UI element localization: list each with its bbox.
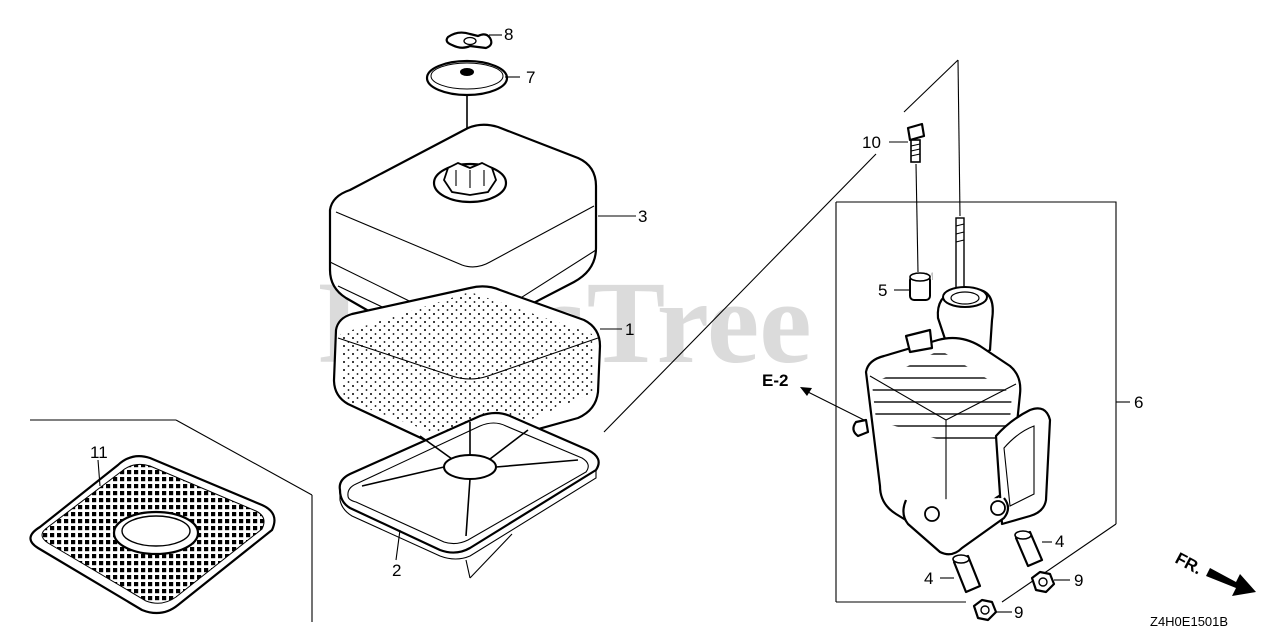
diagram-code: Z4H0E1501B	[1150, 614, 1228, 629]
callout-6: 6	[1134, 393, 1143, 412]
arrow-right-down-icon	[1206, 568, 1256, 596]
part-6-cleaner-case	[852, 217, 1052, 556]
part-11-outer-filter	[29, 419, 313, 622]
reference-e2: E-2	[762, 371, 788, 390]
part-10-bolt	[906, 122, 926, 273]
callout-9-left: 9	[1014, 603, 1023, 622]
part-4-collar-right	[1014, 530, 1044, 568]
assembly-reference-line	[603, 153, 877, 433]
callout-2: 2	[392, 561, 401, 580]
callout-7: 7	[526, 68, 535, 87]
callout-3: 3	[638, 207, 647, 226]
part-2-element-frame	[338, 411, 600, 579]
callout-4-right: 4	[1055, 532, 1064, 551]
part-9-nut-left	[972, 598, 998, 622]
front-label: FR.	[1172, 549, 1205, 579]
callout-8: 8	[504, 25, 513, 44]
callout-9-right: 9	[1074, 571, 1083, 590]
callout-10: 10	[862, 133, 881, 152]
callout-1: 1	[625, 320, 634, 339]
part-9-nut-right	[1030, 570, 1056, 594]
part-4-collar-left	[952, 554, 982, 594]
callout-11: 11	[90, 443, 108, 462]
part-6-bracket-frame	[835, 59, 1117, 603]
front-direction: FR.	[1172, 549, 1256, 596]
leader-lines	[97, 34, 1130, 613]
callout-5: 5	[878, 281, 887, 300]
part-8-wing-nut	[445, 31, 493, 50]
part-1-foam-element	[332, 285, 602, 451]
callout-4-left: 4	[924, 569, 933, 588]
part-5-collar	[909, 272, 931, 301]
